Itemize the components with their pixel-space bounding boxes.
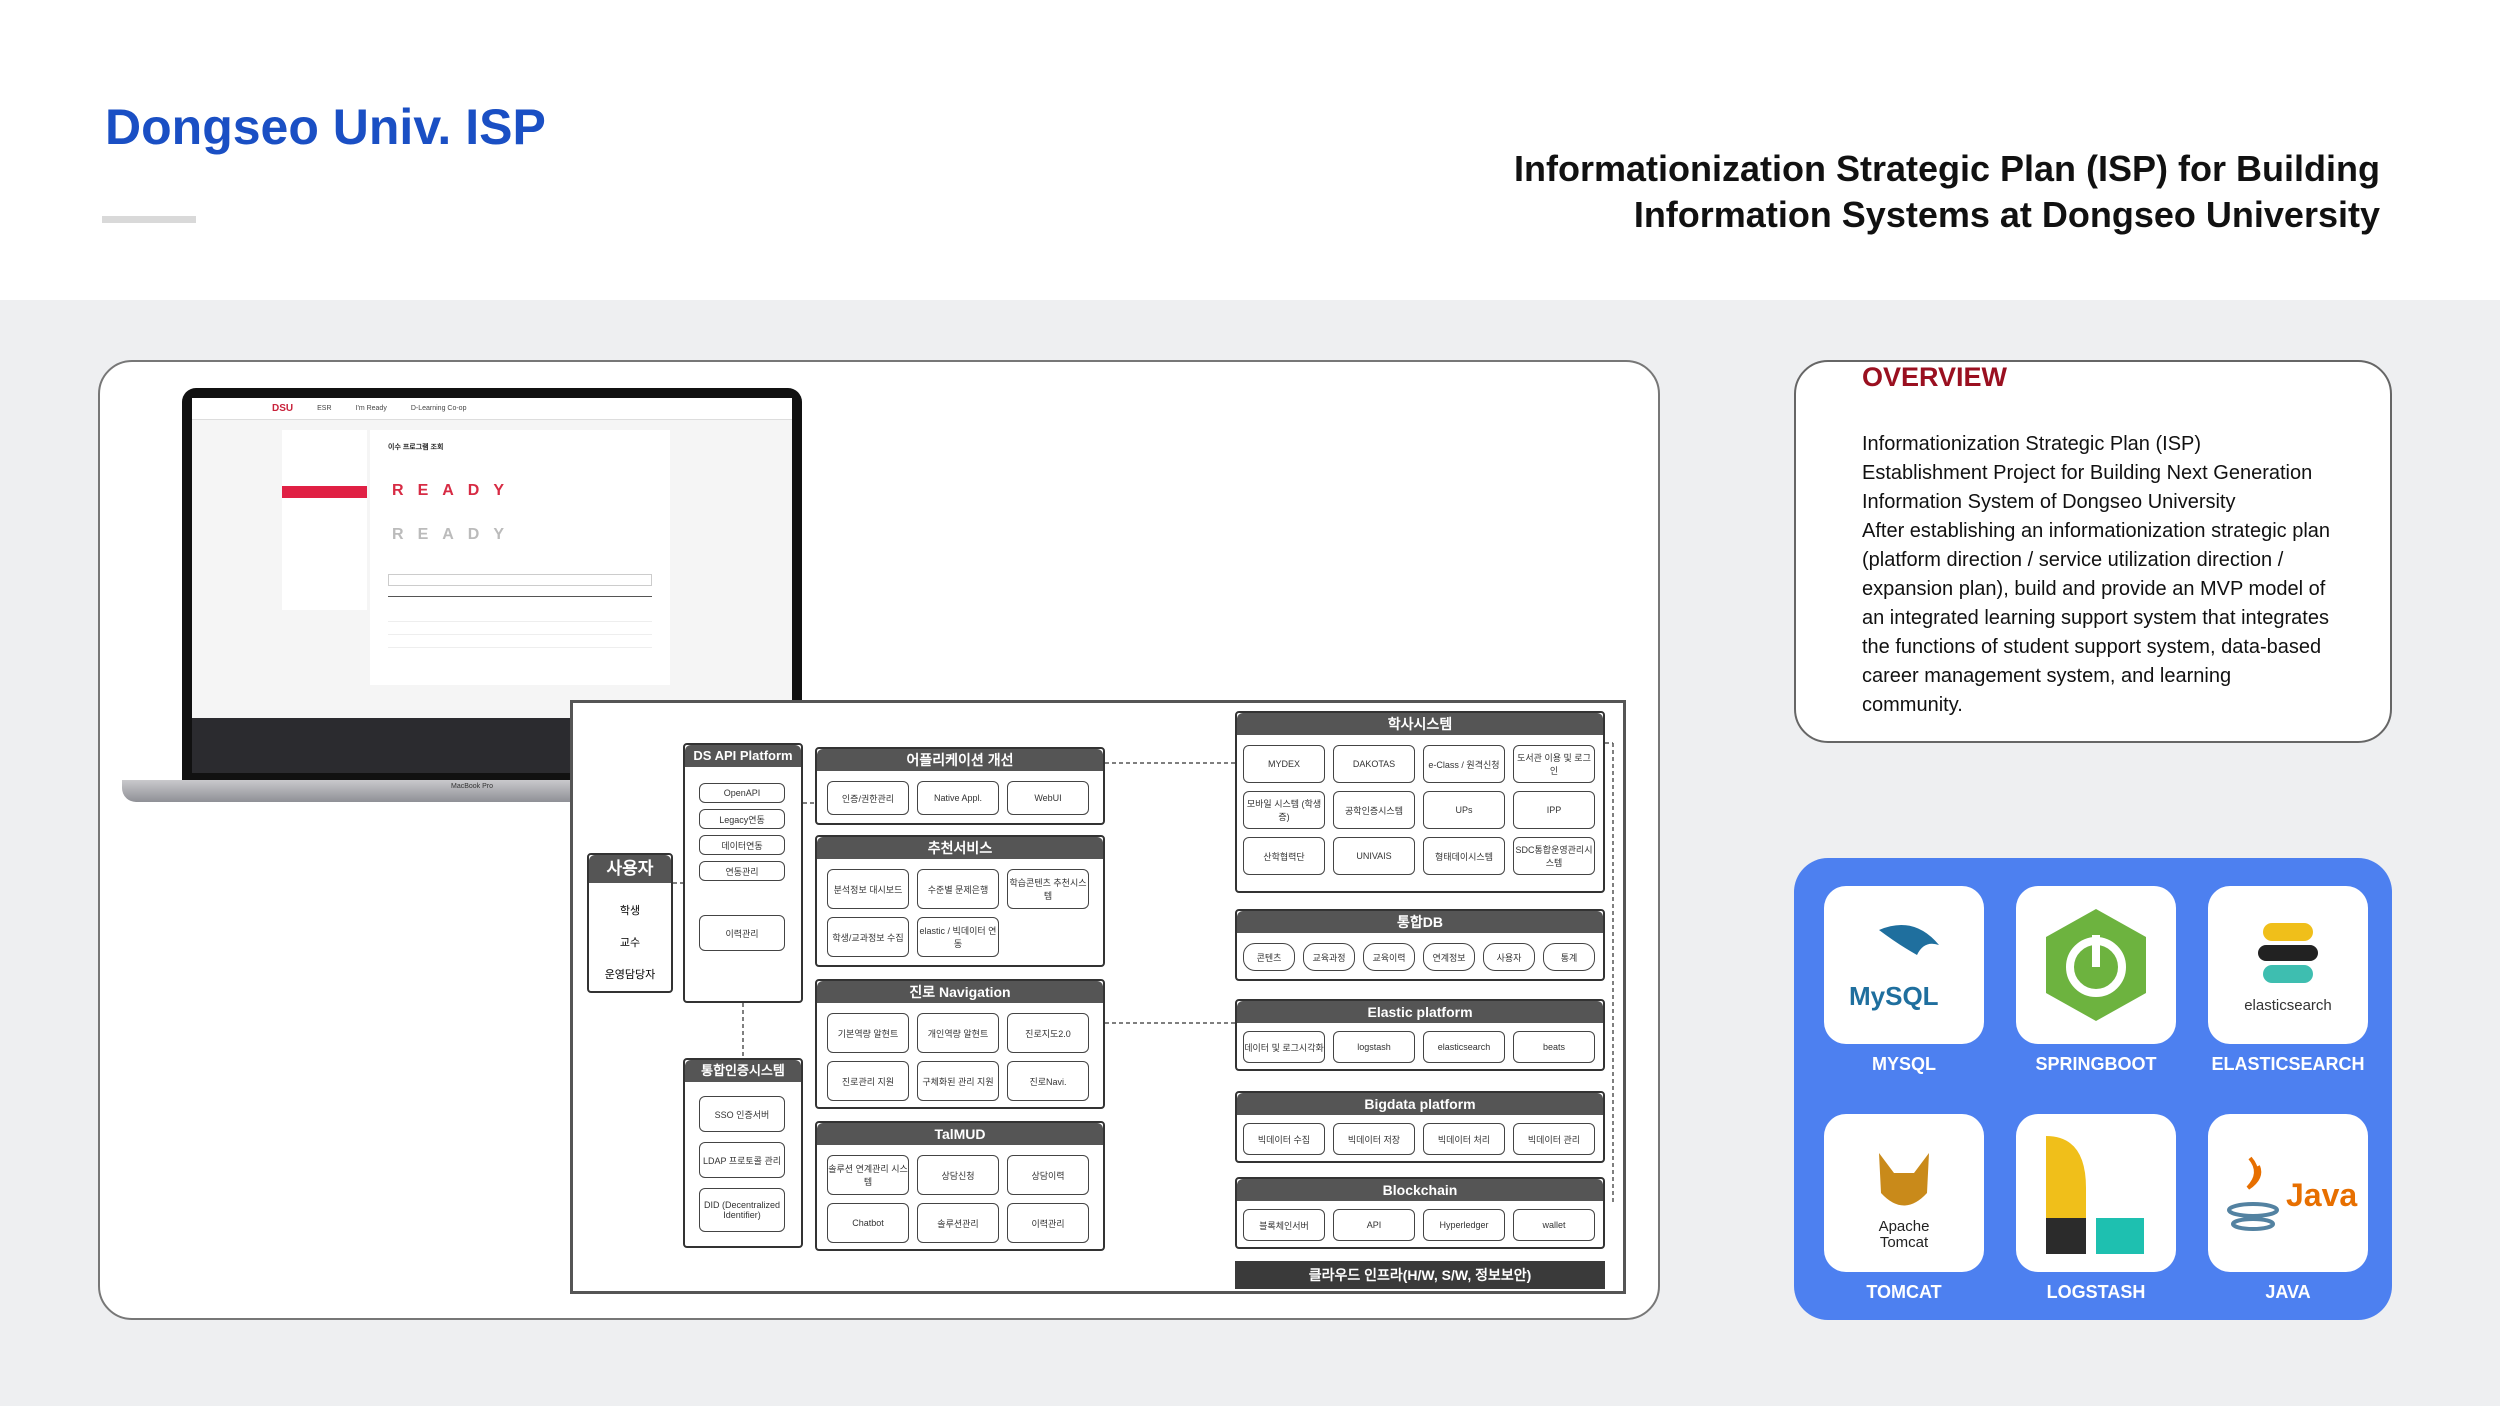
- tech-label-elasticsearch: ELASTICSEARCH: [2211, 1054, 2365, 1074]
- laptop-brand: MacBook Pro: [450, 783, 494, 790]
- user-group: 사용자 학생 교수 운영담당자: [587, 853, 673, 993]
- user-operator: 운영담당자: [604, 969, 656, 981]
- svg-text:Apache: Apache: [1879, 1218, 1930, 1235]
- architecture-diagram: 사용자 학생 교수 운영담당자 DS API Platform OpenAPI …: [570, 700, 1626, 1294]
- svg-text:elasticsearch: elasticsearch: [2244, 997, 2332, 1014]
- integrated-db: 통합DB 콘텐츠 교육과정 교육이력 연계정보 사용자 통계: [1235, 909, 1605, 981]
- web-table: [388, 609, 652, 659]
- ready-letter: Y: [493, 482, 505, 499]
- web-table-divider: [388, 596, 652, 597]
- overview-heading: OVERVIEW: [1862, 362, 2016, 393]
- overview-paragraph-1: Informationization Strategic Plan (ISP) …: [1862, 433, 2313, 513]
- recommend-service: 추천서비스 분석정보 대시보드 수준별 문제은행 학습콘텐츠 추천시스템 학생/…: [815, 835, 1105, 967]
- overview-text: Informationization Strategic Plan (ISP) …: [1862, 430, 2332, 720]
- ready-row-active: R E A D Y: [370, 452, 670, 500]
- svg-text:MySQL: MySQL: [1849, 981, 1939, 1011]
- elastic-platform: Elastic platform 데이터 및 로그시각화 logstash el…: [1235, 999, 1605, 1071]
- academic-system: 학사시스템 MYDEX DAKOTAS e-Class / 원격신청 도서관 이…: [1235, 711, 1605, 893]
- showcase-card: DSU ESR I'm Ready D-Learning Co-op 이수 프로…: [98, 360, 1660, 1320]
- tomcat-icon: Apache Tomcat: [1824, 1114, 1984, 1272]
- tech-label-mysql: MYSQL: [1871, 1054, 1936, 1074]
- user-professor: 교수: [619, 937, 641, 949]
- logstash-icon: [2016, 1114, 2176, 1272]
- springboot-icon: [2016, 886, 2176, 1044]
- title-underline: [102, 216, 196, 223]
- cloud-infra: 클라우드 인프라(H/W, S/W, 정보보안): [1235, 1261, 1605, 1289]
- page-subtitle: Informationization Strategic Plan (ISP) …: [1380, 146, 2380, 238]
- ready-letter: E: [417, 482, 429, 499]
- diagram-connectors: [673, 742, 1614, 1203]
- elasticsearch-icon: elasticsearch: [2208, 886, 2368, 1044]
- nav-item-ready[interactable]: I'm Ready: [355, 405, 387, 412]
- tech-label-logstash: LOGSTASH: [2046, 1282, 2146, 1302]
- blockchain: Blockchain 블록체인서버 API Hyperledger wallet: [1235, 1177, 1605, 1249]
- app-improvement: 어플리케이션 개선 인증/권한관리 Native Appl. WebUI: [815, 747, 1105, 825]
- tech-label-java: JAVA: [2265, 1282, 2311, 1302]
- web-search-bar[interactable]: [388, 574, 652, 586]
- web-nav: DSU ESR I'm Ready D-Learning Co-op: [192, 398, 792, 420]
- svg-text:Java: Java: [2286, 1177, 2357, 1213]
- tech-label-springboot: SPRINGBOOT: [2035, 1054, 2157, 1074]
- ready-letter: E: [417, 526, 429, 543]
- dsu-logo: DSU: [272, 403, 294, 414]
- laptop-screen: DSU ESR I'm Ready D-Learning Co-op 이수 프로…: [182, 388, 802, 783]
- ready-letter: A: [442, 526, 454, 543]
- subtitle-line-1: Informationization Strategic Plan (ISP) …: [1513, 148, 2380, 189]
- subtitle-line-2: Information Systems at Dongseo Universit…: [1633, 194, 2380, 235]
- tech-label-tomcat: TOMCAT: [1866, 1282, 1942, 1302]
- ready-letter: Y: [493, 526, 505, 543]
- bigdata-platform: Bigdata platform 빅데이터 수집 빅데이터 저장 빅데이터 처리…: [1235, 1091, 1605, 1163]
- sidebar-active-item[interactable]: [282, 486, 367, 498]
- user-student: 학생: [619, 905, 641, 917]
- ready-letter: D: [467, 482, 480, 499]
- talmud: TalMUD 솔루션 연계관리 시스템 상담신청 상담이력 Chatbot 솔루…: [815, 1121, 1105, 1251]
- ready-letter: A: [442, 482, 454, 499]
- overview-card: OVERVIEW Informationization Strategic Pl…: [1794, 360, 2392, 743]
- laptop-mockup: DSU ESR I'm Ready D-Learning Co-op 이수 프로…: [122, 388, 822, 818]
- api-platform: DS API Platform OpenAPI Legacy연동 데이터연동 연…: [683, 743, 803, 1003]
- ready-row-inactive: R E A D Y: [370, 500, 670, 544]
- tech-stack-card: MySQL MYSQL SPRINGBOOT elasticsearch ELA…: [1794, 858, 2392, 1320]
- ready-letter: R: [392, 482, 404, 499]
- page-title: Dongseo Univ. ISP: [105, 99, 546, 155]
- mysql-icon: MySQL: [1824, 886, 1984, 1044]
- web-sidebar: [282, 430, 367, 610]
- career-navigation: 진로 Navigation 기본역량 알현트 개인역량 알현트 진로지도2.0 …: [815, 979, 1105, 1109]
- nav-item-dlearning[interactable]: D-Learning Co-op: [410, 405, 467, 412]
- auth-system: 통합인증시스템 SSO 인증서버 LDAP 프로토콜 관리 DID (Decen…: [683, 1058, 803, 1248]
- ready-letter: R: [392, 526, 404, 543]
- panel-heading: 이수 프로그램 조회: [388, 444, 444, 451]
- web-panel: 이수 프로그램 조회 R E A D Y R E A D Y: [370, 430, 670, 685]
- svg-text:Tomcat: Tomcat: [1880, 1234, 1929, 1251]
- ready-letter: D: [467, 526, 480, 543]
- java-icon: Java: [2208, 1114, 2368, 1272]
- overview-paragraph-2: After establishing an informationization…: [1862, 520, 2331, 716]
- header: Dongseo Univ. ISP Informationization Str…: [0, 0, 2500, 300]
- nav-item-esr[interactable]: ESR: [317, 405, 332, 412]
